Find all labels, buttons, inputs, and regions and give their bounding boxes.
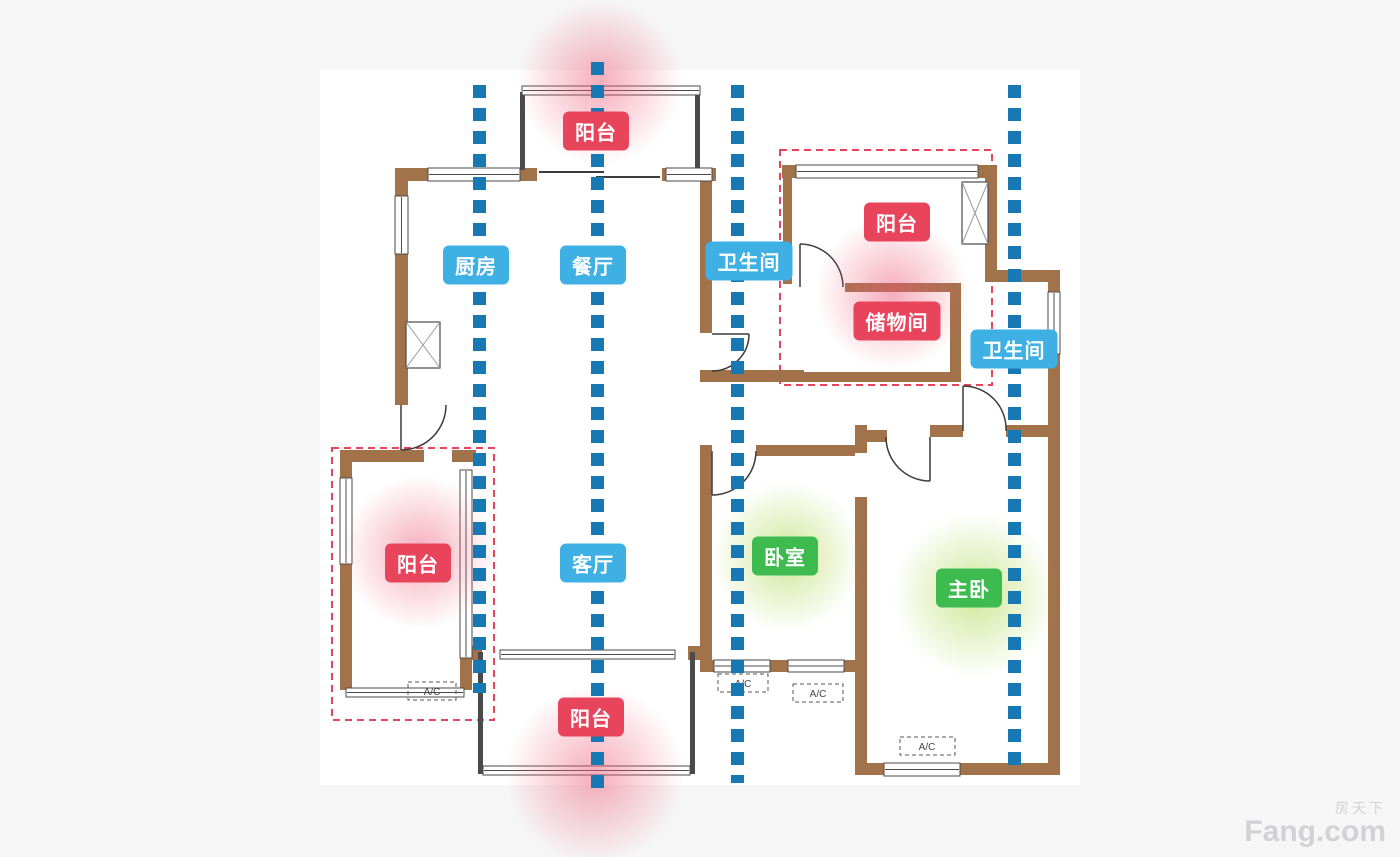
wall-segment <box>855 430 887 442</box>
wall-segment <box>930 425 963 437</box>
wall-segment <box>845 283 955 292</box>
room-label-bathroom-2: 卫生间 <box>970 329 1058 369</box>
room-label-kitchen: 厨房 <box>443 245 509 285</box>
wall-segment <box>855 497 867 775</box>
watermark-brand-cn: 房天下 <box>1335 799 1386 816</box>
wall-segment <box>340 450 424 462</box>
axis-line-3 <box>731 85 744 783</box>
bathroom-2-door <box>962 385 1007 432</box>
room-label-balcony-top: 阳台 <box>563 111 629 151</box>
room-label-balcony-right: 阳台 <box>864 202 930 242</box>
ac-platform-label: A/C <box>810 689 827 700</box>
room-label-storage: 储物间 <box>853 301 941 341</box>
thin-wall <box>695 92 700 170</box>
wall-segment <box>340 660 352 690</box>
thin-wall <box>690 652 695 774</box>
ac-platform-label: A/C <box>424 687 441 698</box>
storage-door <box>799 243 844 288</box>
room-label-bathroom-1: 卫生间 <box>705 241 793 281</box>
wall-segment <box>792 372 961 382</box>
wall-segment <box>985 270 1060 282</box>
wall-segment <box>700 445 712 456</box>
axis-line-2 <box>591 62 604 793</box>
room-label-balcony-left: 阳台 <box>385 543 451 583</box>
room-label-dining: 餐厅 <box>560 245 626 285</box>
wall-segment <box>950 283 961 382</box>
ac-platform <box>407 681 457 701</box>
wall-segment <box>460 658 472 690</box>
wall-segment <box>700 456 712 662</box>
room-label-living: 客厅 <box>560 543 626 583</box>
room-label-balcony-bottom: 阳台 <box>558 697 624 737</box>
ac-platform-label: A/C <box>919 742 936 753</box>
wall-segment <box>700 370 804 382</box>
ac-platform <box>899 736 956 756</box>
entrance-door <box>400 404 447 451</box>
wall-segment <box>756 445 855 456</box>
watermark-brand-en: Fang.com <box>1244 814 1386 848</box>
watermark: 房天下 Fang.com <box>1244 801 1386 847</box>
shaft-diagonal <box>405 321 441 369</box>
room-label-master: 主卧 <box>936 568 1002 608</box>
master-door <box>885 436 931 482</box>
ac-platforms: A/C A/C A/C A/C <box>407 673 956 756</box>
room-label-bedroom: 卧室 <box>752 536 818 576</box>
balcony-thin-walls <box>478 92 700 774</box>
ac-platform <box>792 683 844 703</box>
axis-line-1 <box>473 85 486 693</box>
axis-line-4 <box>1008 85 1021 775</box>
thin-wall <box>520 92 525 170</box>
